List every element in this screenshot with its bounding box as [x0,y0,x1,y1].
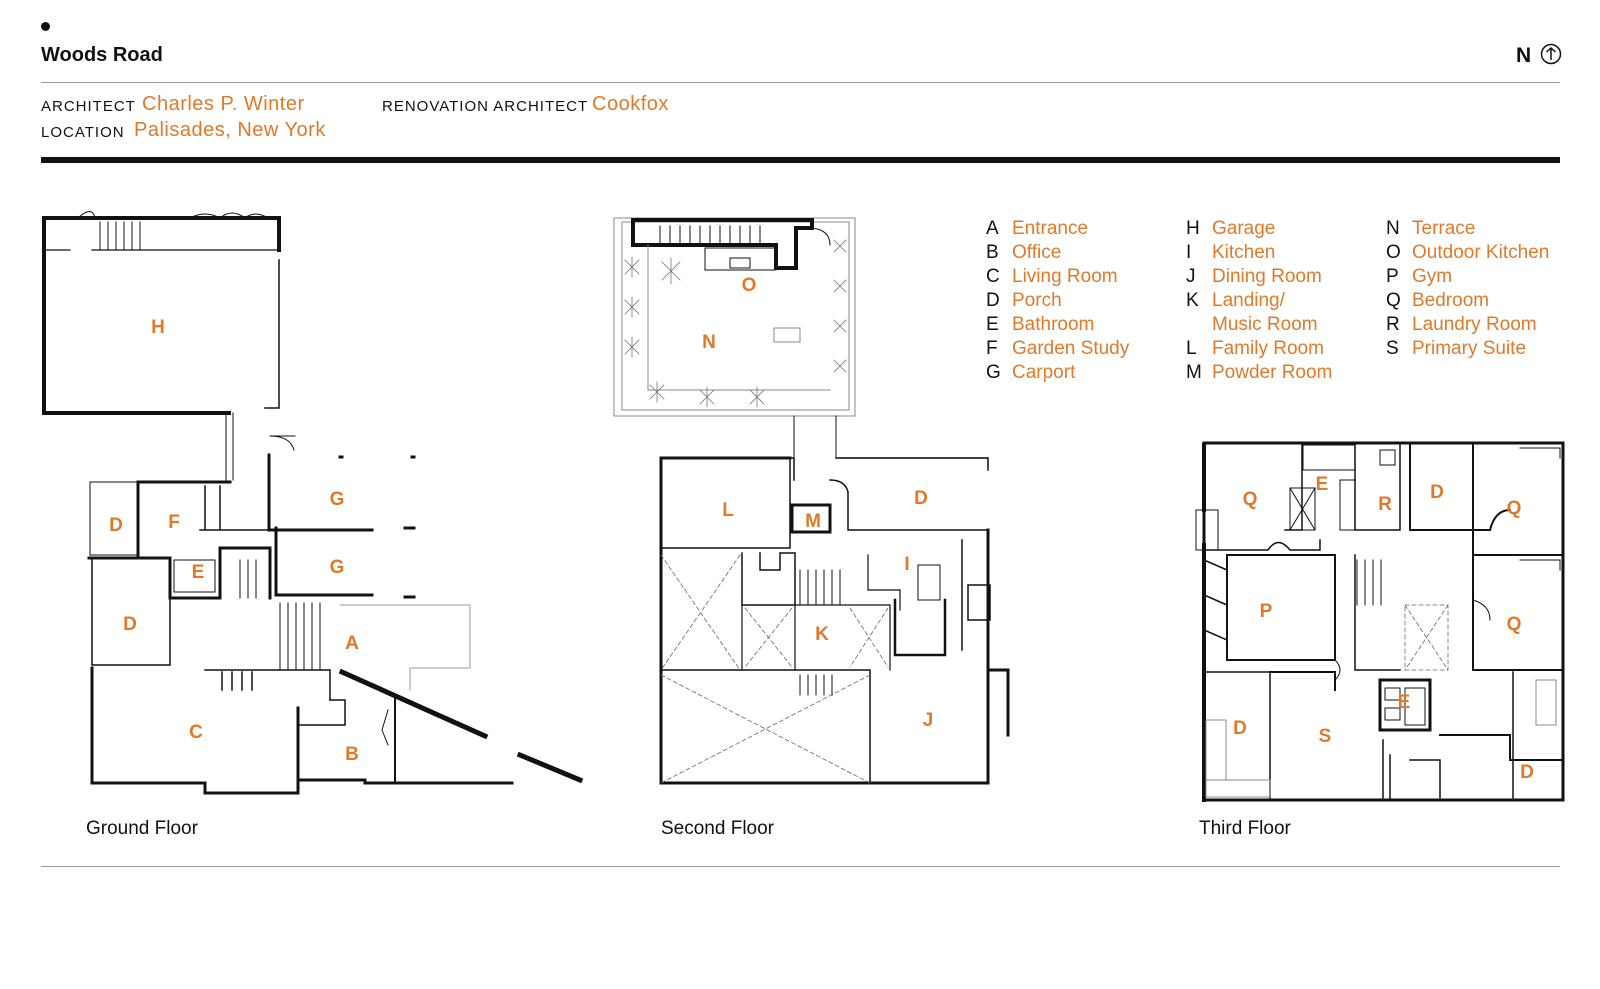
header-divider [41,82,1560,83]
room-label: S [1319,726,1332,747]
room-label: E [1316,474,1329,495]
legend-item: Music Room [1212,314,1318,335]
footer-divider [41,866,1560,867]
room-label: D [914,488,928,509]
room-label: G [330,557,345,578]
room-label: A [345,633,359,654]
page-title: Woods Road [41,44,163,66]
room-label: M [805,511,821,532]
north-label: N [1516,44,1532,67]
room-label: R [1378,494,1392,515]
second-floor-label: Second Floor [661,818,775,839]
room-label: O [742,275,757,296]
location-label: LOCATION [41,124,125,141]
room-label: D [1233,718,1247,739]
room-label: Q [1507,498,1522,519]
meta-divider [41,157,1560,163]
ground-floor-label: Ground Floor [86,818,198,839]
room-label: B [345,744,359,765]
room-label: D [123,614,137,635]
room-label: G [330,489,345,510]
room-label: E [192,562,205,583]
room-label: L [722,500,734,521]
header-bullet [41,22,50,31]
third-floor-label: Third Floor [1199,818,1291,839]
room-label: Q [1507,614,1522,635]
room-label: K [815,624,829,645]
room-label: H [151,317,165,338]
renovation-architect-label: RENOVATION ARCHITECT [382,98,589,115]
room-label: E [1398,692,1411,713]
room-label: D [109,515,123,536]
north-arrow-icon [1540,43,1562,65]
room-label: D [1520,762,1534,783]
location-value: Palisades, New York [134,119,326,141]
room-label: Q [1243,489,1258,510]
room-label: C [189,722,203,743]
architect-value: Charles P. Winter [142,93,305,115]
architect-label: ARCHITECT [41,98,136,115]
room-label: P [1260,601,1273,622]
renovation-architect-value: Cookfox [592,93,669,115]
room-label: J [923,710,934,731]
room-label: D [1430,482,1444,503]
room-label: F [168,512,180,533]
room-label: N [702,332,716,353]
room-label: I [904,554,909,575]
